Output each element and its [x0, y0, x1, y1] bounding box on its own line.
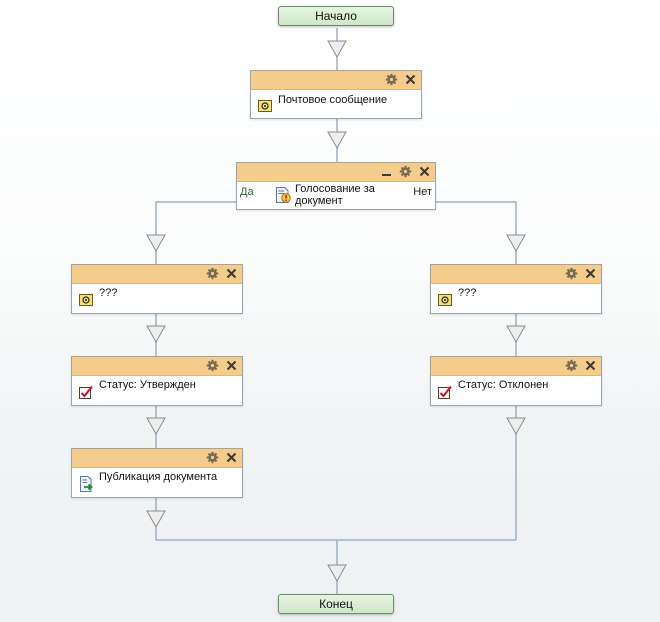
close-icon[interactable] — [404, 73, 417, 86]
gear-icon[interactable] — [206, 267, 219, 280]
activity-header — [72, 265, 242, 284]
branch-yes-label: Да — [240, 186, 254, 198]
activity-header — [251, 71, 421, 90]
arrow — [327, 131, 347, 150]
activity-mail-left[interactable]: ??? — [71, 264, 243, 314]
close-icon[interactable] — [225, 451, 238, 464]
end-node[interactable]: Конец — [278, 594, 394, 614]
publish-document-icon — [80, 476, 93, 492]
activity-label: ??? — [99, 287, 118, 299]
close-icon[interactable] — [418, 165, 431, 178]
activity-header — [72, 357, 242, 376]
arrow — [146, 417, 166, 436]
activity-label: Голосование за документ — [295, 183, 375, 207]
arrow — [506, 325, 526, 344]
mail-icon — [258, 100, 272, 112]
activity-label: Публикация документа — [99, 471, 218, 483]
end-label: Конец — [319, 597, 353, 611]
activity-voting[interactable]: Да Голосование за документ Нет — [236, 162, 436, 210]
gear-icon[interactable] — [399, 165, 412, 178]
activity-header — [237, 163, 435, 182]
gear-icon[interactable] — [206, 451, 219, 464]
activity-status-rejected[interactable]: Статус: Отклонен — [430, 356, 602, 406]
activity-header — [72, 449, 242, 468]
activity-header — [431, 265, 601, 284]
gear-icon[interactable] — [385, 73, 398, 86]
close-icon[interactable] — [225, 359, 238, 372]
mail-icon — [438, 294, 452, 306]
gear-icon[interactable] — [565, 359, 578, 372]
status-check-icon — [79, 385, 93, 399]
arrow — [327, 40, 347, 59]
arrow — [327, 564, 347, 583]
activity-mail-message[interactable]: Почтовое сообщение — [250, 70, 422, 119]
branch-no-label: Нет — [413, 186, 432, 198]
voting-document-icon — [276, 187, 291, 203]
activity-label: Статус: Утвержден — [99, 379, 196, 391]
close-icon[interactable] — [225, 267, 238, 280]
arrow — [146, 510, 166, 529]
gear-icon[interactable] — [565, 267, 578, 280]
mail-icon — [79, 294, 93, 306]
activity-publish-document[interactable]: Публикация документа — [71, 448, 243, 498]
start-label: Начало — [315, 9, 357, 23]
activity-mail-right[interactable]: ??? — [430, 264, 602, 314]
start-node[interactable]: Начало — [278, 6, 394, 26]
arrow — [506, 234, 526, 253]
arrow — [146, 234, 166, 253]
close-icon[interactable] — [584, 267, 597, 280]
status-check-icon — [438, 385, 452, 399]
arrow — [506, 417, 526, 436]
gear-icon[interactable] — [206, 359, 219, 372]
activity-header — [431, 357, 601, 376]
activity-status-approved[interactable]: Статус: Утвержден — [71, 356, 243, 406]
activity-label: Статус: Отклонен — [458, 379, 549, 391]
minimize-icon[interactable] — [380, 165, 393, 178]
close-icon[interactable] — [584, 359, 597, 372]
arrow — [146, 325, 166, 344]
activity-label: Почтовое сообщение — [278, 94, 388, 106]
activity-label: ??? — [458, 287, 477, 299]
